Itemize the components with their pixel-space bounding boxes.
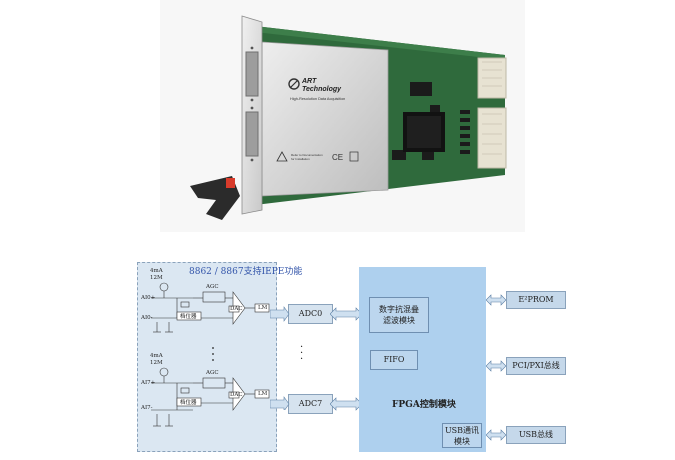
filter-module-box: 数字抗混叠 滤波模块 (369, 297, 429, 333)
fe-to-adc-links (270, 306, 290, 410)
usb-comm-module-box: USB通讯 模块 (442, 423, 482, 448)
metal-shield (261, 41, 389, 197)
ch0-current-source-label: 4mA (150, 268, 163, 274)
daq-card-illustration: ART Technology High-Resolution Data Acqu… (190, 15, 507, 220)
usb-comm-line-2: 模块 (454, 437, 470, 446)
product-photo: ART Technology High-Resolution Data Acqu… (160, 0, 525, 232)
ch0-current-unit-label: 12M (150, 275, 163, 281)
front-end-circuit (151, 282, 270, 427)
ch0-filter-label: LM (258, 305, 268, 311)
caution-note-2: for Installation (291, 157, 310, 161)
backplane-connector-bottom (477, 107, 507, 169)
dsub-connector-top (245, 51, 259, 97)
usb-comm-line-1: USB通讯 (444, 426, 480, 435)
usb-bus-box: USB总线 (506, 426, 566, 444)
fpga-title: FPGA控制模块 (392, 400, 456, 410)
handle-red-latch (226, 178, 235, 188)
fifo-box: FIFO (370, 350, 418, 370)
ch0-amp-label: DAC (230, 306, 243, 312)
ce-mark-icon: CE (332, 153, 343, 162)
brand-tagline: High-Resolution Data Acquisition (290, 97, 345, 101)
ch0-agc-label: AGC (206, 284, 219, 290)
filter-module-line-1: 数字抗混叠 (379, 305, 419, 314)
adc-ellipsis: ··· (300, 342, 304, 365)
adc-to-fpga-links (330, 307, 362, 411)
brand-line-1: ART (301, 78, 317, 85)
ch7-range-box-label: 档位器 (180, 400, 197, 406)
dsub-connector-bottom (245, 111, 259, 157)
adc7-box: ADC7 (288, 394, 333, 414)
ch7-current-source-label: 4mA (150, 353, 163, 359)
ch7-filter-label: LM (258, 391, 268, 397)
ch7-amp-label: DAC (230, 392, 243, 398)
caution-icon (276, 151, 288, 162)
ch7-agc-label: AGC (206, 370, 219, 376)
eeprom-box: E²PROM (506, 291, 566, 309)
adc0-box: ADC0 (288, 304, 333, 324)
ch7-pos-input-label: AI7+ (141, 380, 156, 386)
filter-module-line-2: 滤波模块 (383, 316, 415, 325)
ch0-range-box-label: 档位器 (180, 314, 197, 320)
front-end-title: 8862 / 8867支持IEPE功能 (189, 267, 303, 277)
caution-note-1: Refer to Documentation (291, 153, 323, 157)
art-logo (288, 78, 300, 90)
analog-front-end-panel (137, 262, 277, 452)
weee-icon (349, 151, 359, 162)
pci-pxi-bus-box: PCI/PXI总线 (506, 357, 566, 375)
fpga-to-bus-links (486, 294, 506, 441)
ch0-pos-input-label: AI0+ (141, 295, 156, 301)
ch7-current-unit-label: 12M (150, 360, 163, 366)
brand-line-2: Technology (302, 86, 342, 93)
ch7-neg-input-label: AI7- (141, 405, 153, 411)
ch0-neg-input-label: AI0- (141, 315, 153, 321)
